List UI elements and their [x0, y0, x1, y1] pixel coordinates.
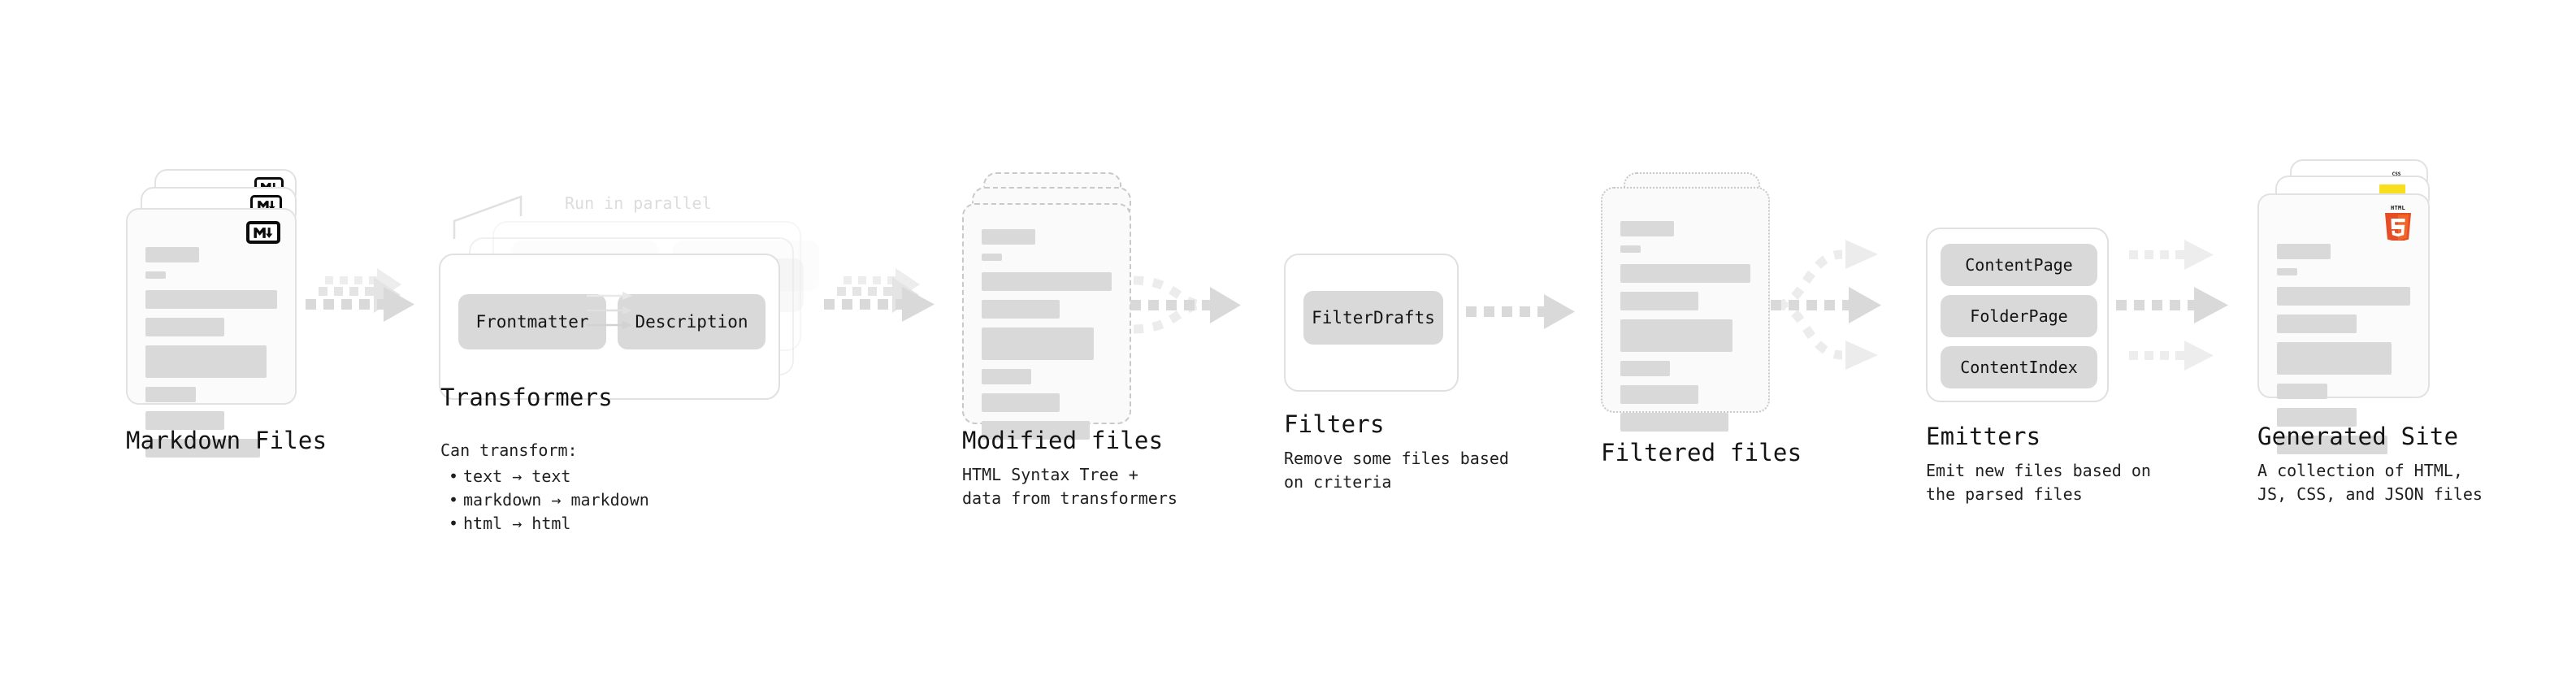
card-content-lines: [2277, 244, 2410, 463]
html5-icon: HTML: [2385, 205, 2411, 242]
transformer-chip-description[interactable]: Description: [618, 294, 765, 349]
filters-group-box: FilterDrafts: [1284, 254, 1459, 392]
card-content-lines: [982, 229, 1112, 449]
svg-text:CSS: CSS: [2392, 171, 2401, 177]
stage-modified-files: Modified files HTML Syntax Tree + data f…: [943, 0, 1268, 681]
stage-title-transformers: Transformers: [440, 384, 613, 411]
modified-file-stack: [962, 172, 1149, 440]
stage-desc-emitters: Emit new files based on the parsed files: [1926, 461, 2151, 504]
markdown-file-stack: [126, 169, 301, 458]
stage-title-markdown-files: Markdown Files: [126, 427, 327, 454]
transformer-group-front: Frontmatter Description: [439, 254, 780, 400]
stage-transformers: Run in parallel Frontmatter Description: [423, 0, 878, 681]
stage-emitters: ContentPage FolderPage ContentIndex Emit…: [1914, 0, 2223, 681]
emitters-group-box: ContentPage FolderPage ContentIndex: [1926, 228, 2109, 402]
stage-desc-modified-files: HTML Syntax Tree + data from transformer…: [962, 465, 1177, 508]
run-in-parallel-bracket: [451, 192, 565, 244]
connector-filters-to-filtered: [1463, 288, 1581, 345]
transformer-capability-list: text → text markdown → markdown html → h…: [440, 465, 649, 536]
connector-filtered-to-emitters: [1767, 223, 1918, 386]
svg-text:HTML: HTML: [2391, 205, 2405, 211]
stage-desc-transformers: Can transform:: [440, 440, 578, 460]
html-file-card: HTML: [2257, 193, 2430, 454]
stage-filters: FilterDrafts Filters Remove some files b…: [1272, 0, 1572, 681]
stage-filtered-files: Filtered files: [1581, 0, 1889, 681]
stage-generated-site: CSS HTML: [2243, 0, 2576, 681]
list-item: text → text: [440, 465, 649, 488]
stage-desc-filters: Remove some files based on criteria: [1284, 449, 1509, 492]
connector-transformers-to-modified: [821, 268, 939, 341]
emitter-chip-folderpage[interactable]: FolderPage: [1941, 295, 2097, 337]
stage-title-filtered-files: Filtered files: [1601, 439, 1802, 466]
emitter-chip-contentindex[interactable]: ContentIndex: [1941, 346, 2097, 388]
generated-site-file-stack: CSS HTML: [2257, 159, 2444, 454]
stage-title-generated-site: Generated Site: [2257, 423, 2459, 450]
transformer-chip-frontmatter[interactable]: Frontmatter: [458, 294, 606, 349]
filtered-file-stack: [1601, 172, 1788, 432]
markdown-card-front: [126, 208, 297, 458]
stage-title-modified-files: Modified files: [962, 427, 1164, 454]
connector-modified-to-filters: [1125, 244, 1268, 366]
stage-title-filters: Filters: [1284, 410, 1385, 438]
modified-card-front: [962, 203, 1131, 440]
list-item: html → html: [440, 512, 649, 536]
connector-md-to-transformers: [302, 268, 416, 341]
card-content-lines: [145, 247, 277, 466]
stage-title-emitters: Emitters: [1926, 423, 2041, 450]
filter-chip-filterdrafts[interactable]: FilterDrafts: [1303, 291, 1443, 345]
markdown-icon: [246, 221, 280, 244]
stage-markdown-files: Markdown Files: [0, 0, 349, 681]
filtered-card-front: [1601, 187, 1770, 432]
connector-emitters-to-site: [2113, 223, 2267, 386]
card-content-lines: [1620, 221, 1750, 440]
run-in-parallel-label: Run in parallel: [565, 193, 712, 213]
stage-desc-generated-site: A collection of HTML, JS, CSS, and JSON …: [2257, 461, 2483, 504]
emitter-chip-contentpage[interactable]: ContentPage: [1941, 244, 2097, 286]
transformer-inner-arrows: [585, 288, 642, 356]
list-item: markdown → markdown: [440, 488, 649, 512]
